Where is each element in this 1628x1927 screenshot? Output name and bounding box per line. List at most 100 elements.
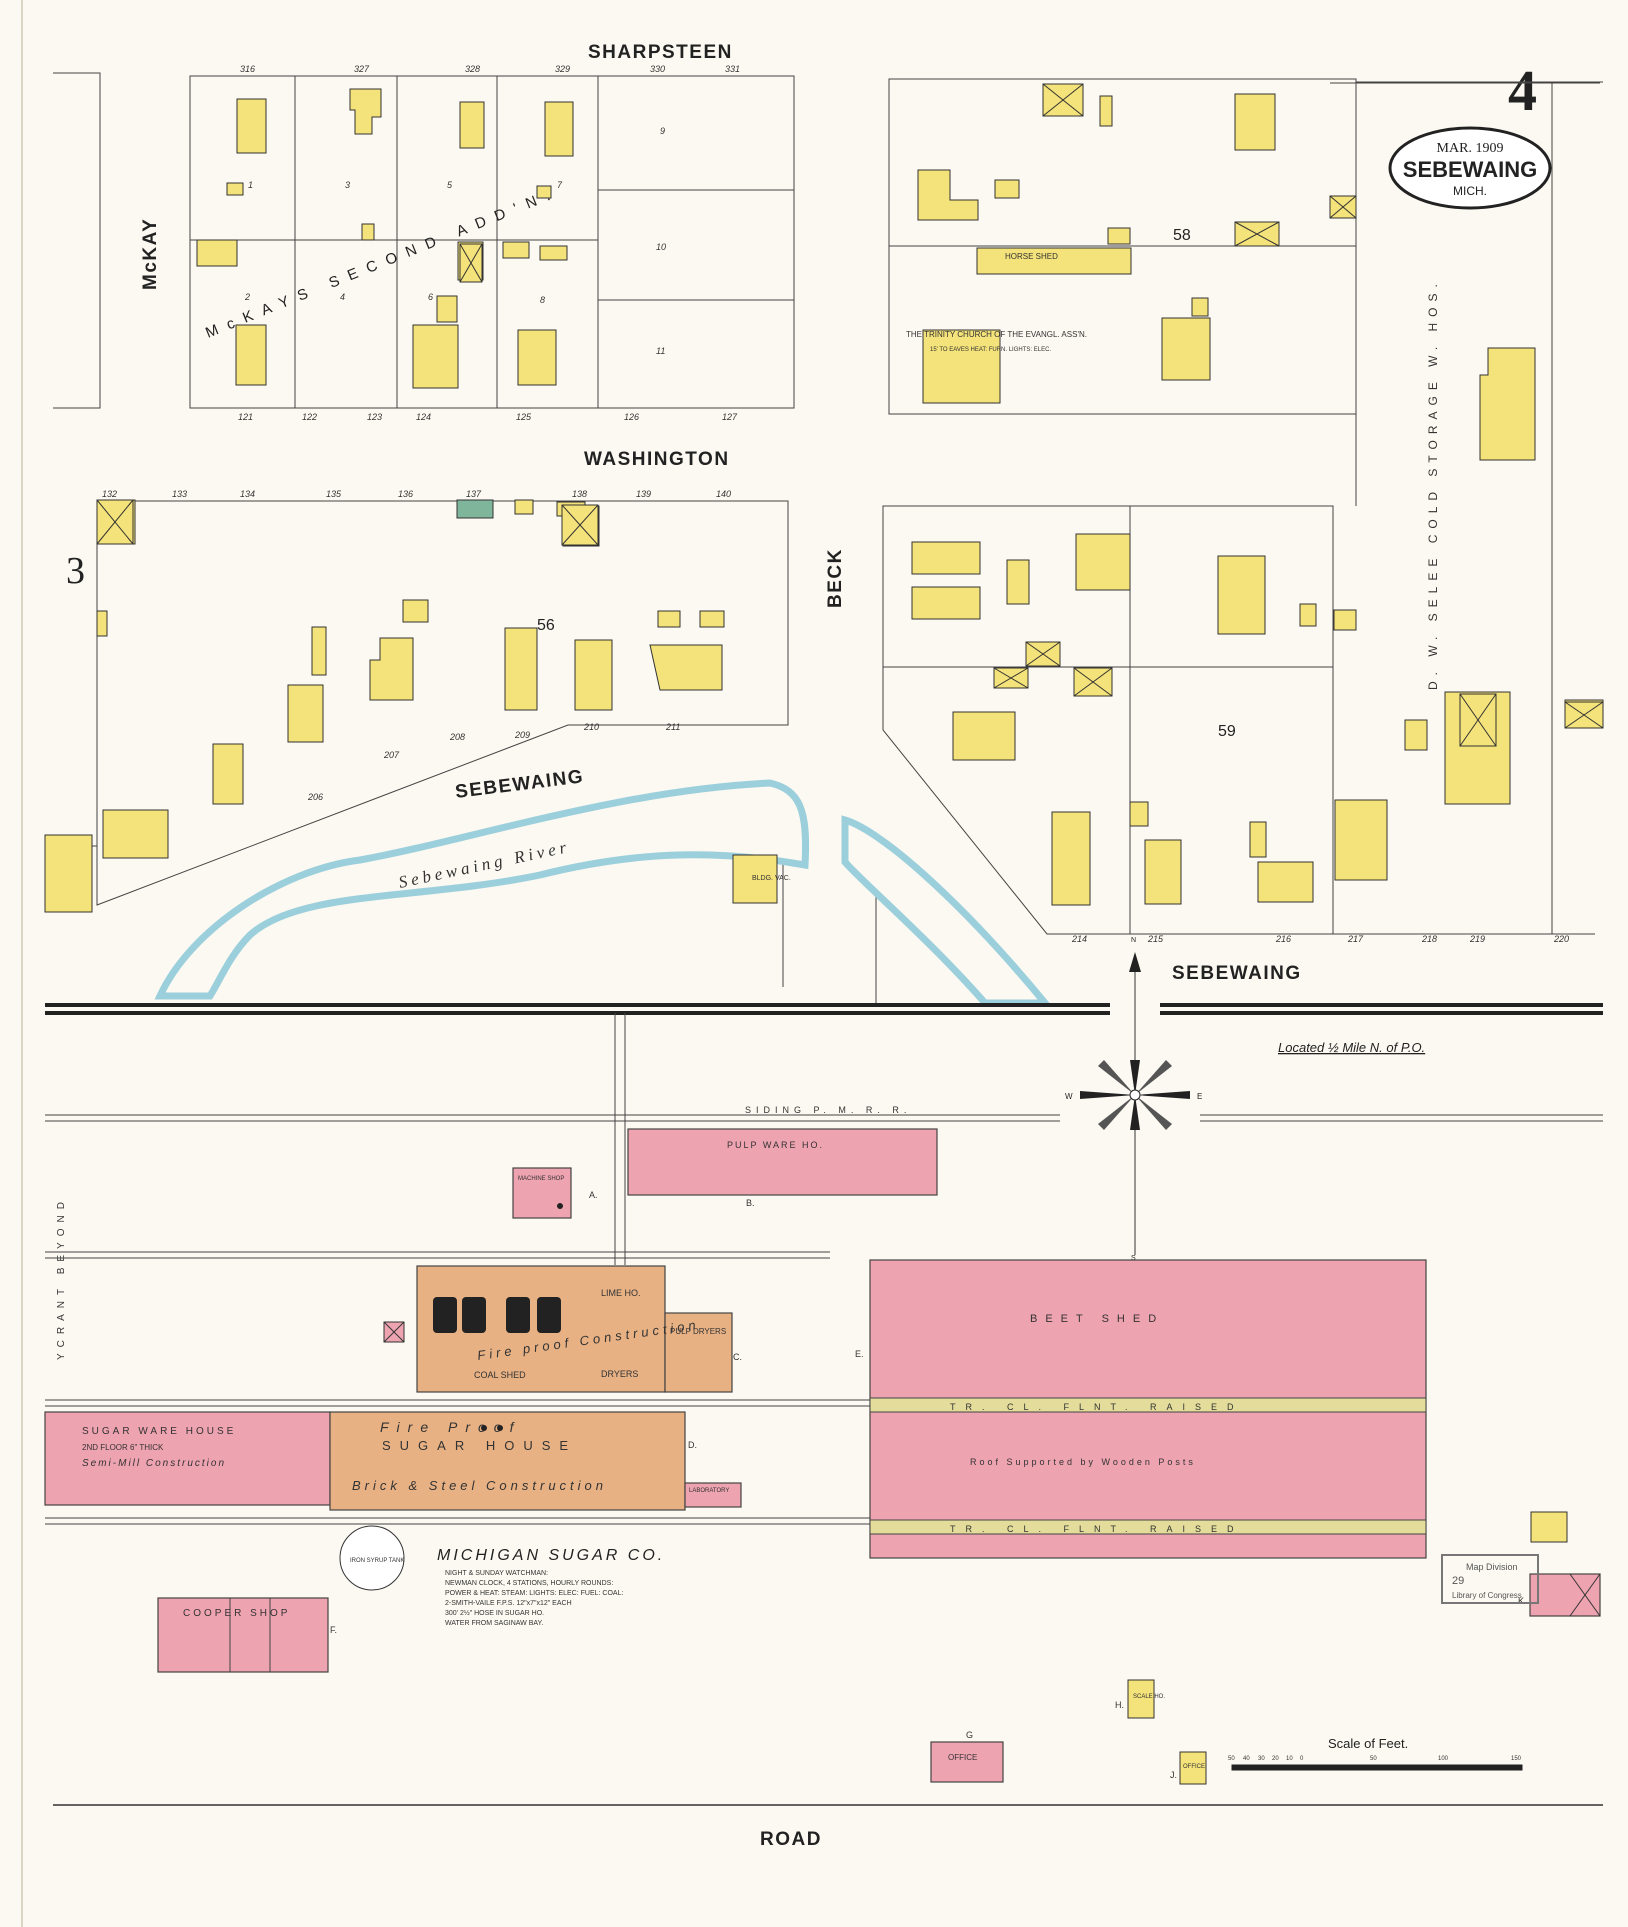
- svg-text:218: 218: [1421, 934, 1437, 944]
- svg-text:Brick & Steel Construction: Brick & Steel Construction: [352, 1478, 607, 1493]
- svg-text:215: 215: [1147, 934, 1164, 944]
- house-numbers-right: 214 215 216 217 218 219 220: [1071, 934, 1569, 944]
- lot-3: 3: [345, 180, 350, 190]
- sugar-warehouse: SUGAR WARE HOUSE 2ND FLOOR 6" THICK Semi…: [44, 1411, 331, 1506]
- lot-8: 8: [540, 295, 545, 305]
- svg-text:216: 216: [1275, 934, 1291, 944]
- svg-text:TR. CL. FLNT. RAISED: TR. CL. FLNT. RAISED: [950, 1524, 1244, 1534]
- svg-text:330: 330: [650, 64, 665, 74]
- svg-text:Semi-Mill Construction: Semi-Mill Construction: [82, 1458, 226, 1469]
- location-note: Located ½ Mile N. of P.O.: [1278, 1040, 1425, 1055]
- sheet-number: 4: [1508, 58, 1537, 123]
- svg-text:E.: E.: [855, 1349, 864, 1359]
- sugar-house: Fire Proof SUGAR HOUSE Brick & Steel Con…: [329, 1411, 742, 1511]
- street-sebewaing-right: SEBEWAING: [1172, 963, 1302, 984]
- lot-4: 4: [340, 292, 345, 302]
- svg-text:NEWMAN CLOCK, 4 STATIONS, HOUR: NEWMAN CLOCK, 4 STATIONS, HOURLY ROUNDS:: [445, 1580, 613, 1587]
- compass-w: W: [1065, 1092, 1073, 1101]
- svg-text:137: 137: [466, 489, 482, 499]
- svg-text:G: G: [966, 1730, 973, 1740]
- svg-text:C.: C.: [733, 1352, 742, 1362]
- svg-text:50: 50: [1228, 1756, 1235, 1762]
- svg-text:A.: A.: [589, 1190, 598, 1200]
- compass-s: S: [1131, 1255, 1136, 1262]
- svg-text:B.: B.: [746, 1198, 755, 1208]
- lot-1: 1: [248, 180, 253, 190]
- beet-shed: BEET SHED TR. CL. FLNT. RAISED Roof Supp…: [855, 1259, 1427, 1559]
- machine-shop: MACHINE SHOP A.: [512, 1167, 598, 1219]
- svg-text:SUGAR WARE HOUSE: SUGAR WARE HOUSE: [82, 1426, 236, 1437]
- svg-text:2ND FLOOR 6" THICK: 2ND FLOOR 6" THICK: [82, 1443, 164, 1452]
- lot-6: 6: [428, 292, 433, 302]
- svg-text:K.: K.: [1518, 1596, 1527, 1606]
- svg-text:127: 127: [722, 412, 738, 422]
- right-small-building: K.: [1518, 1573, 1601, 1617]
- lot-numbers: 1 2 3 4 5 6 7 8 9 10 11: [244, 126, 666, 356]
- compass-e: E: [1197, 1092, 1202, 1101]
- svg-text:207: 207: [383, 750, 400, 760]
- street-beck: BECK: [825, 548, 846, 608]
- main-plant-upper: LIME HO. PULP DRYERS Fire proof Construc…: [383, 1265, 742, 1393]
- svg-text:MACHINE SHOP: MACHINE SHOP: [518, 1176, 564, 1182]
- block-59: 59: [1218, 723, 1236, 740]
- svg-text:126: 126: [624, 412, 639, 422]
- svg-text:IRON SYRUP TANK: IRON SYRUP TANK: [350, 1558, 404, 1564]
- svg-text:COOPER SHOP: COOPER SHOP: [183, 1608, 290, 1619]
- house-numbers-bottom: 121 122 123 124 125 126 127: [238, 412, 738, 422]
- house-numbers-washington: 132 133 134 135 136 137 138 139 140: [102, 489, 731, 499]
- svg-text:30: 30: [1258, 1756, 1265, 1762]
- svg-text:COAL SHED: COAL SHED: [474, 1370, 526, 1380]
- svg-text:331: 331: [725, 64, 740, 74]
- street-road: ROAD: [760, 1829, 822, 1850]
- svg-text:132: 132: [102, 489, 117, 499]
- svg-text:PULP WARE HO.: PULP WARE HO.: [727, 1140, 824, 1150]
- svg-text:125: 125: [516, 412, 532, 422]
- adjacent-sheet: 3: [66, 550, 85, 592]
- svg-text:135: 135: [326, 489, 342, 499]
- scale-bar: Scale of Feet. 50 40 30 20 10 0 50 100 1…: [1228, 1736, 1523, 1771]
- svg-text:TR. CL. FLNT. RAISED: TR. CL. FLNT. RAISED: [950, 1402, 1244, 1412]
- svg-text:29: 29: [1452, 1575, 1464, 1587]
- svg-text:214: 214: [1071, 934, 1087, 944]
- block-56: 56: [537, 617, 555, 634]
- svg-text:Fire Proof: Fire Proof: [380, 1419, 521, 1435]
- svg-text:LABORATORY: LABORATORY: [689, 1488, 729, 1494]
- svg-text:NIGHT & SUNDAY WATCHMAN:: NIGHT & SUNDAY WATCHMAN:: [445, 1570, 548, 1577]
- street-mckay: McKAY: [140, 218, 161, 290]
- cartouche-state: MICH.: [1453, 184, 1487, 198]
- outbuildings: [96, 83, 1604, 747]
- svg-text:123: 123: [367, 412, 382, 422]
- svg-text:Map Division: Map Division: [1466, 1562, 1518, 1572]
- svg-text:211: 211: [665, 722, 680, 732]
- svg-text:MICHIGAN SUGAR CO.: MICHIGAN SUGAR CO.: [437, 1547, 665, 1564]
- north-arrow: N W E S: [1065, 937, 1202, 1262]
- cold-storage-label: D. W. SELEE COLD STORAGE W. HOS.: [1426, 278, 1440, 690]
- svg-text:F.: F.: [330, 1625, 337, 1635]
- cartouche-date: MAR. 1909: [1437, 141, 1504, 156]
- siding-label: SIDING P. M. R. R.: [745, 1105, 911, 1115]
- svg-text:217: 217: [1347, 934, 1364, 944]
- svg-text:139: 139: [636, 489, 651, 499]
- svg-text:328: 328: [465, 64, 480, 74]
- cartouche-town: SEBEWAING: [1403, 157, 1537, 182]
- svg-text:300' 2½" HOSE IN SUGAR HO.: 300' 2½" HOSE IN SUGAR HO.: [445, 1609, 544, 1617]
- svg-text:POWER & HEAT: STEAM: LIGHTS: E: POWER & HEAT: STEAM: LIGHTS: ELEC: FUEL:…: [445, 1590, 623, 1597]
- cooper-shop: COOPER SHOP F.: [157, 1597, 337, 1673]
- office-building: OFFICE G: [930, 1730, 1004, 1783]
- svg-text:210: 210: [583, 722, 599, 732]
- svg-text:327: 327: [354, 64, 370, 74]
- svg-text:OFFICE: OFFICE: [1183, 1764, 1205, 1770]
- svg-text:121: 121: [238, 412, 253, 422]
- svg-text:J.: J.: [1170, 1770, 1177, 1780]
- svg-text:Scale of Feet.: Scale of Feet.: [1328, 1736, 1408, 1751]
- svg-text:0: 0: [1300, 1756, 1304, 1762]
- street-washington: WASHINGTON: [584, 449, 730, 470]
- svg-text:134: 134: [240, 489, 255, 499]
- svg-text:100: 100: [1438, 1756, 1449, 1762]
- svg-text:140: 140: [716, 489, 731, 499]
- svg-text:2-SMITH-VAILE F.P.S. 12"x7"x12: 2-SMITH-VAILE F.P.S. 12"x7"x12" EACH: [445, 1600, 572, 1607]
- svg-text:SUGAR HOUSE: SUGAR HOUSE: [382, 1438, 577, 1453]
- lot-9: 9: [660, 126, 665, 136]
- scale-house: SCALE HO. H. OFFICE J.: [1115, 1694, 1205, 1780]
